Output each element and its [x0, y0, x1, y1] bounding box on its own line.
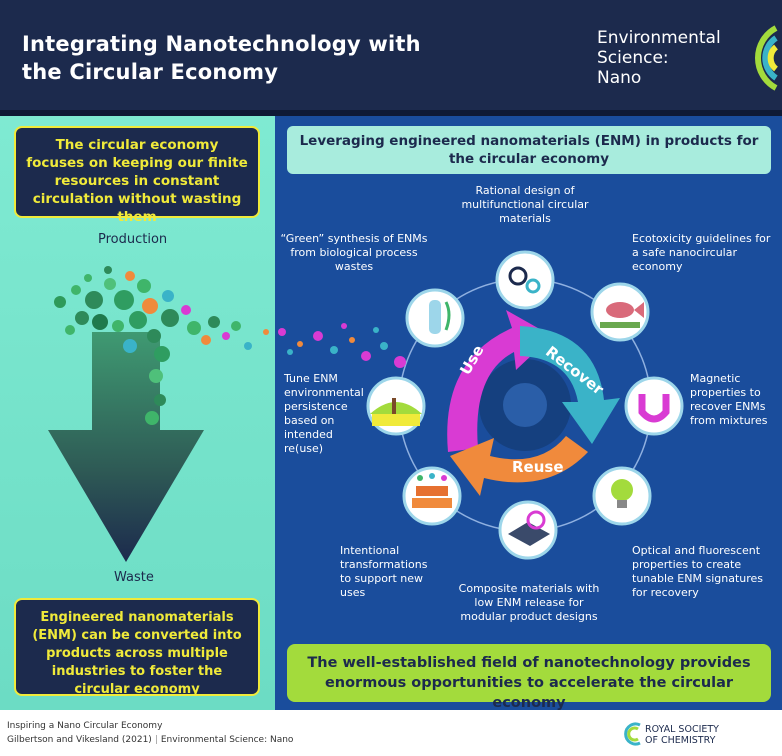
rsc-wordmark: ROYAL SOCIETY OF CHEMISTRY	[645, 724, 719, 746]
closing-banner-text: The well-established field of nanotechno…	[307, 655, 751, 711]
lightbulb-icon	[611, 479, 633, 508]
conclusion-box: Engineered nanomaterials (ENM) can be co…	[14, 598, 260, 697]
footer-article-title: Inspiring a Nano Circular Economy	[7, 721, 163, 731]
brick-structure-icon	[412, 473, 452, 508]
fish-icon	[600, 302, 644, 328]
footer-journal: Environmental Science: Nano	[160, 735, 294, 745]
header-divider	[0, 110, 782, 116]
journal-name: Environmental Science: Nano	[597, 28, 721, 88]
closing-banner: The well-established field of nanotechno…	[287, 644, 771, 711]
rsc-line-2: OF CHEMISTRY	[645, 735, 716, 746]
journal-logo-icon	[755, 25, 779, 91]
header-banner	[0, 0, 782, 110]
footer-separator: |	[154, 735, 158, 745]
conclusion-text: Engineered nanomaterials (ENM) can be co…	[32, 610, 242, 697]
caption-tune-persistence: Tune ENM environmental persistence based…	[284, 372, 364, 455]
rsc-logo-icon	[624, 722, 641, 746]
composite-chip-icon	[508, 510, 550, 546]
journal-line-1: Environmental	[597, 28, 721, 48]
rsc-line-1: ROYAL SOCIETY	[645, 724, 719, 735]
particle-stream	[278, 323, 406, 368]
caption-intentional: Intentional transformations to support n…	[340, 544, 428, 599]
footer-authors: Gilbertson and Vikesland (2021)	[7, 735, 152, 745]
nanoparticle-dots	[54, 266, 269, 425]
caption-rational-design: Rational design of multifunctional circu…	[461, 184, 589, 225]
journal-line-3: Nano	[597, 68, 642, 88]
magnet-icon	[638, 394, 670, 423]
leveraging-heading-box: Leveraging engineered nanomaterials (ENM…	[287, 126, 771, 174]
reuse-arrow	[450, 436, 588, 496]
gears-icon	[508, 266, 541, 294]
caption-magnetic: Magnetic properties to recover ENMs from…	[690, 372, 768, 427]
title-text: Integrating Nanotechnology with the Circ…	[22, 32, 421, 84]
farm-landscape-icon	[370, 398, 422, 426]
footer-citation: Gilbertson and Vikesland (2021)|Environm…	[7, 735, 293, 745]
production-label: Production	[98, 232, 168, 247]
journal-line-2: Science:	[597, 48, 669, 68]
recover-arrow	[520, 326, 620, 444]
waste-label: Waste	[114, 570, 154, 585]
intro-text: The circular economy focuses on keeping …	[26, 137, 248, 225]
plant-test-tube-icon	[429, 300, 451, 334]
caption-composite: Composite materials with low ENM release…	[458, 582, 600, 623]
footer	[0, 710, 782, 756]
caption-optical: Optical and fluorescent properties to cr…	[632, 544, 764, 599]
page-title: Integrating Nanotechnology with the Circ…	[22, 30, 442, 86]
caption-green-synthesis: “Green” synthesis of ENMs from biologica…	[280, 232, 428, 273]
intro-box: The circular economy focuses on keeping …	[14, 126, 260, 225]
reuse-label: Reuse	[512, 458, 564, 476]
caption-ecotoxicity: Ecotoxicity guidelines for a safe nanoci…	[632, 232, 771, 273]
leveraging-heading: Leveraging engineered nanomaterials (ENM…	[299, 133, 759, 167]
